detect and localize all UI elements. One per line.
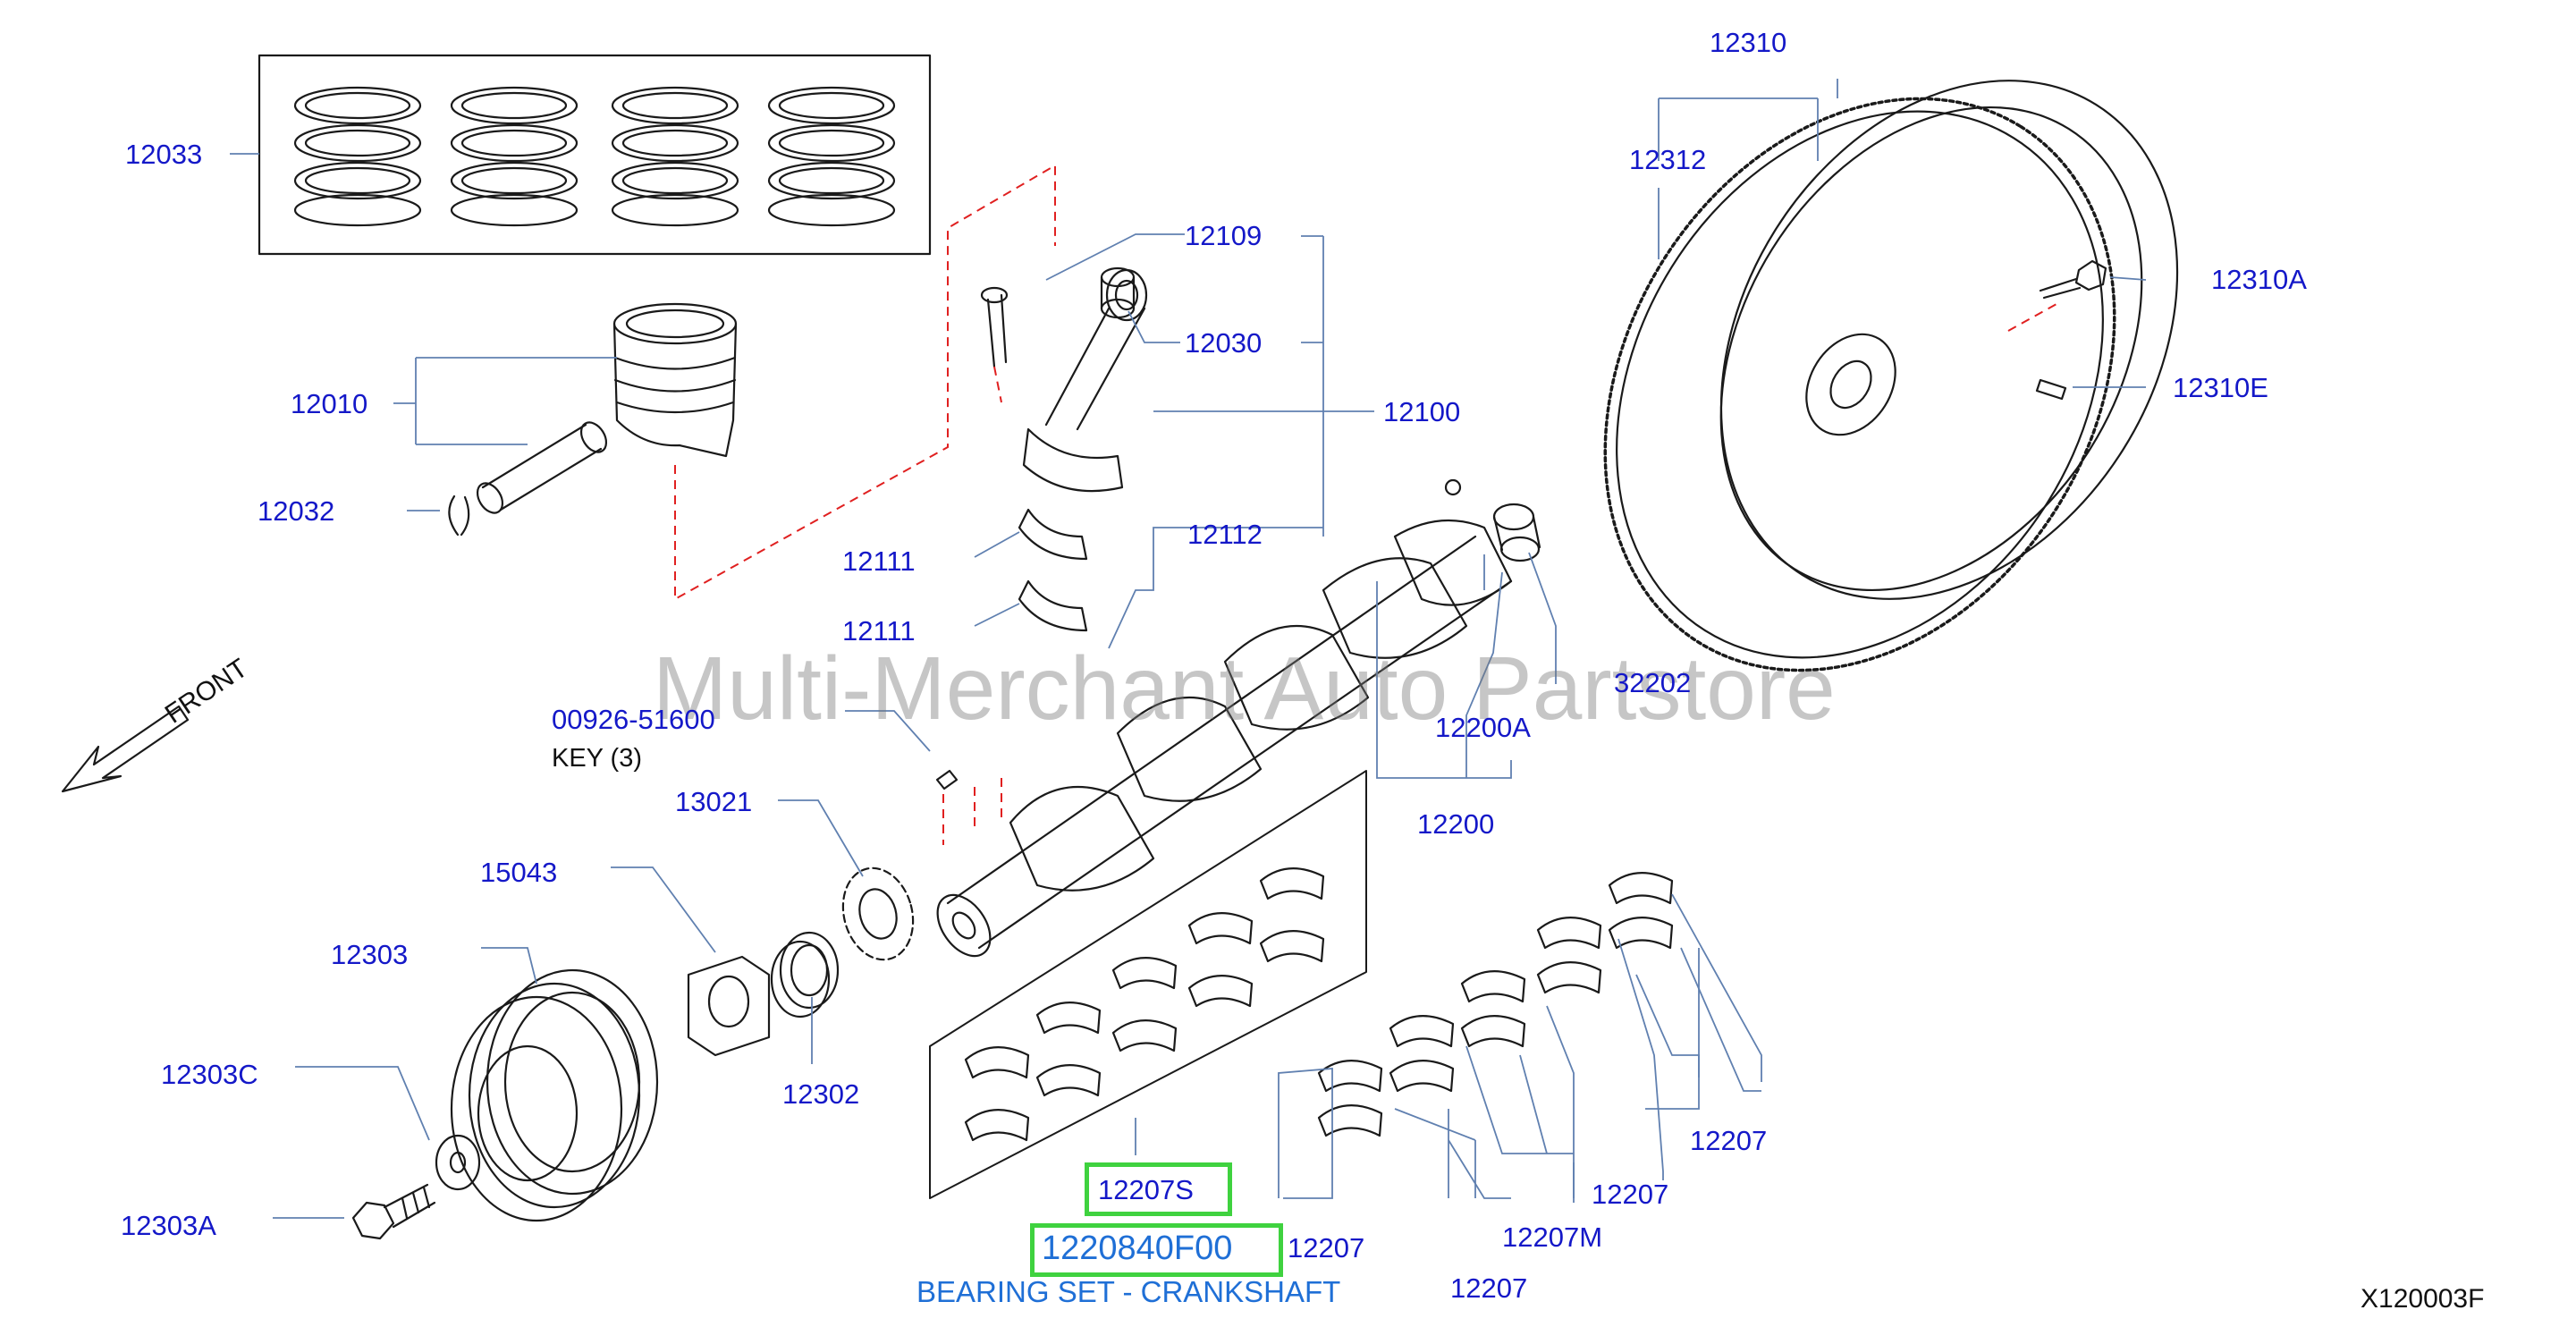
crankshaft [936,478,1513,958]
label-12112[interactable]: 12112 [1187,519,1263,550]
label-12111-lower[interactable]: 12111 [842,615,916,647]
flywheel-bolt [2039,259,2107,300]
label-12310e[interactable]: 12310E [2173,372,2268,403]
label-12111-upper[interactable]: 12111 [842,545,916,577]
highlight-part-number [1030,1223,1283,1277]
rod-bearing-upper [1018,508,1088,561]
label-00926-51600[interactable]: 00926-51600 [552,704,715,735]
label-12200[interactable]: 12200 [1417,808,1495,840]
snap-ring [448,494,470,537]
piston-pin [476,421,608,514]
front-oil-seal [770,931,840,1018]
label-12303a[interactable]: 12303A [121,1210,216,1241]
label-15043[interactable]: 15043 [480,857,558,888]
label-12207m[interactable]: 12207M [1502,1221,1603,1253]
figure-code: X120003F [2361,1284,2485,1314]
dowel-pin [2035,378,2067,401]
crank-sprocket [841,866,915,961]
woodruff-key [935,769,959,790]
label-12207s[interactable]: 12207S [1098,1174,1194,1205]
label-key-quantity: KEY (3) [552,744,643,773]
label-12030[interactable]: 12030 [1185,327,1263,359]
piston-ring-sets [293,86,896,227]
label-12207-a[interactable]: 12207 [1288,1232,1365,1264]
crankshaft-pulley [450,968,659,1222]
label-12303[interactable]: 12303 [331,939,409,970]
connecting-rod [980,268,1148,493]
piston-ring-set-box [258,54,932,256]
label-12207-c[interactable]: 12207 [1592,1179,1669,1210]
part-caption-bearing-set: BEARING SET - CRANKSHAFT [916,1275,1341,1308]
rod-bearing-lower [1018,579,1088,632]
main-bearings-set [964,867,1325,1142]
flywheel [1603,80,2179,672]
pilot-bushing [1492,503,1541,562]
small-end-bushing [1100,266,1136,319]
label-12310a[interactable]: 12310A [2211,264,2307,295]
label-12207-d[interactable]: 12207 [1690,1125,1768,1156]
label-12032[interactable]: 12032 [258,495,335,527]
oil-pump-drive-spacer [687,955,771,1057]
main-bearings-individual [1317,872,1674,1137]
part-drawings [61,54,2179,1240]
label-13021[interactable]: 13021 [675,786,753,817]
label-12207-b[interactable]: 12207 [1450,1272,1528,1304]
label-12302[interactable]: 12302 [782,1078,860,1110]
piston [612,302,738,458]
part-number-1220840F00[interactable]: 1220840F00 [1042,1230,1233,1267]
alignment-lines [674,164,2057,845]
label-12033[interactable]: 12033 [125,139,203,170]
pulley-bolt [351,1183,436,1240]
bearing-set-box [929,770,1367,1199]
watermark: Multi-Merchant Auto Partstore [653,638,1836,739]
label-12312[interactable]: 12312 [1629,144,1707,175]
label-32202[interactable]: 32202 [1614,667,1692,698]
label-12303c[interactable]: 12303C [161,1059,258,1090]
label-12100[interactable]: 12100 [1383,396,1461,427]
front-arrow [61,705,190,793]
pulley-washer [435,1134,481,1191]
label-12200a[interactable]: 12200A [1435,712,1531,743]
highlight-12207s [1085,1162,1232,1216]
label-12109[interactable]: 12109 [1185,220,1263,251]
label-12310[interactable]: 12310 [1710,27,1787,58]
callout-lines [230,79,2147,1219]
label-12010[interactable]: 12010 [291,388,368,419]
